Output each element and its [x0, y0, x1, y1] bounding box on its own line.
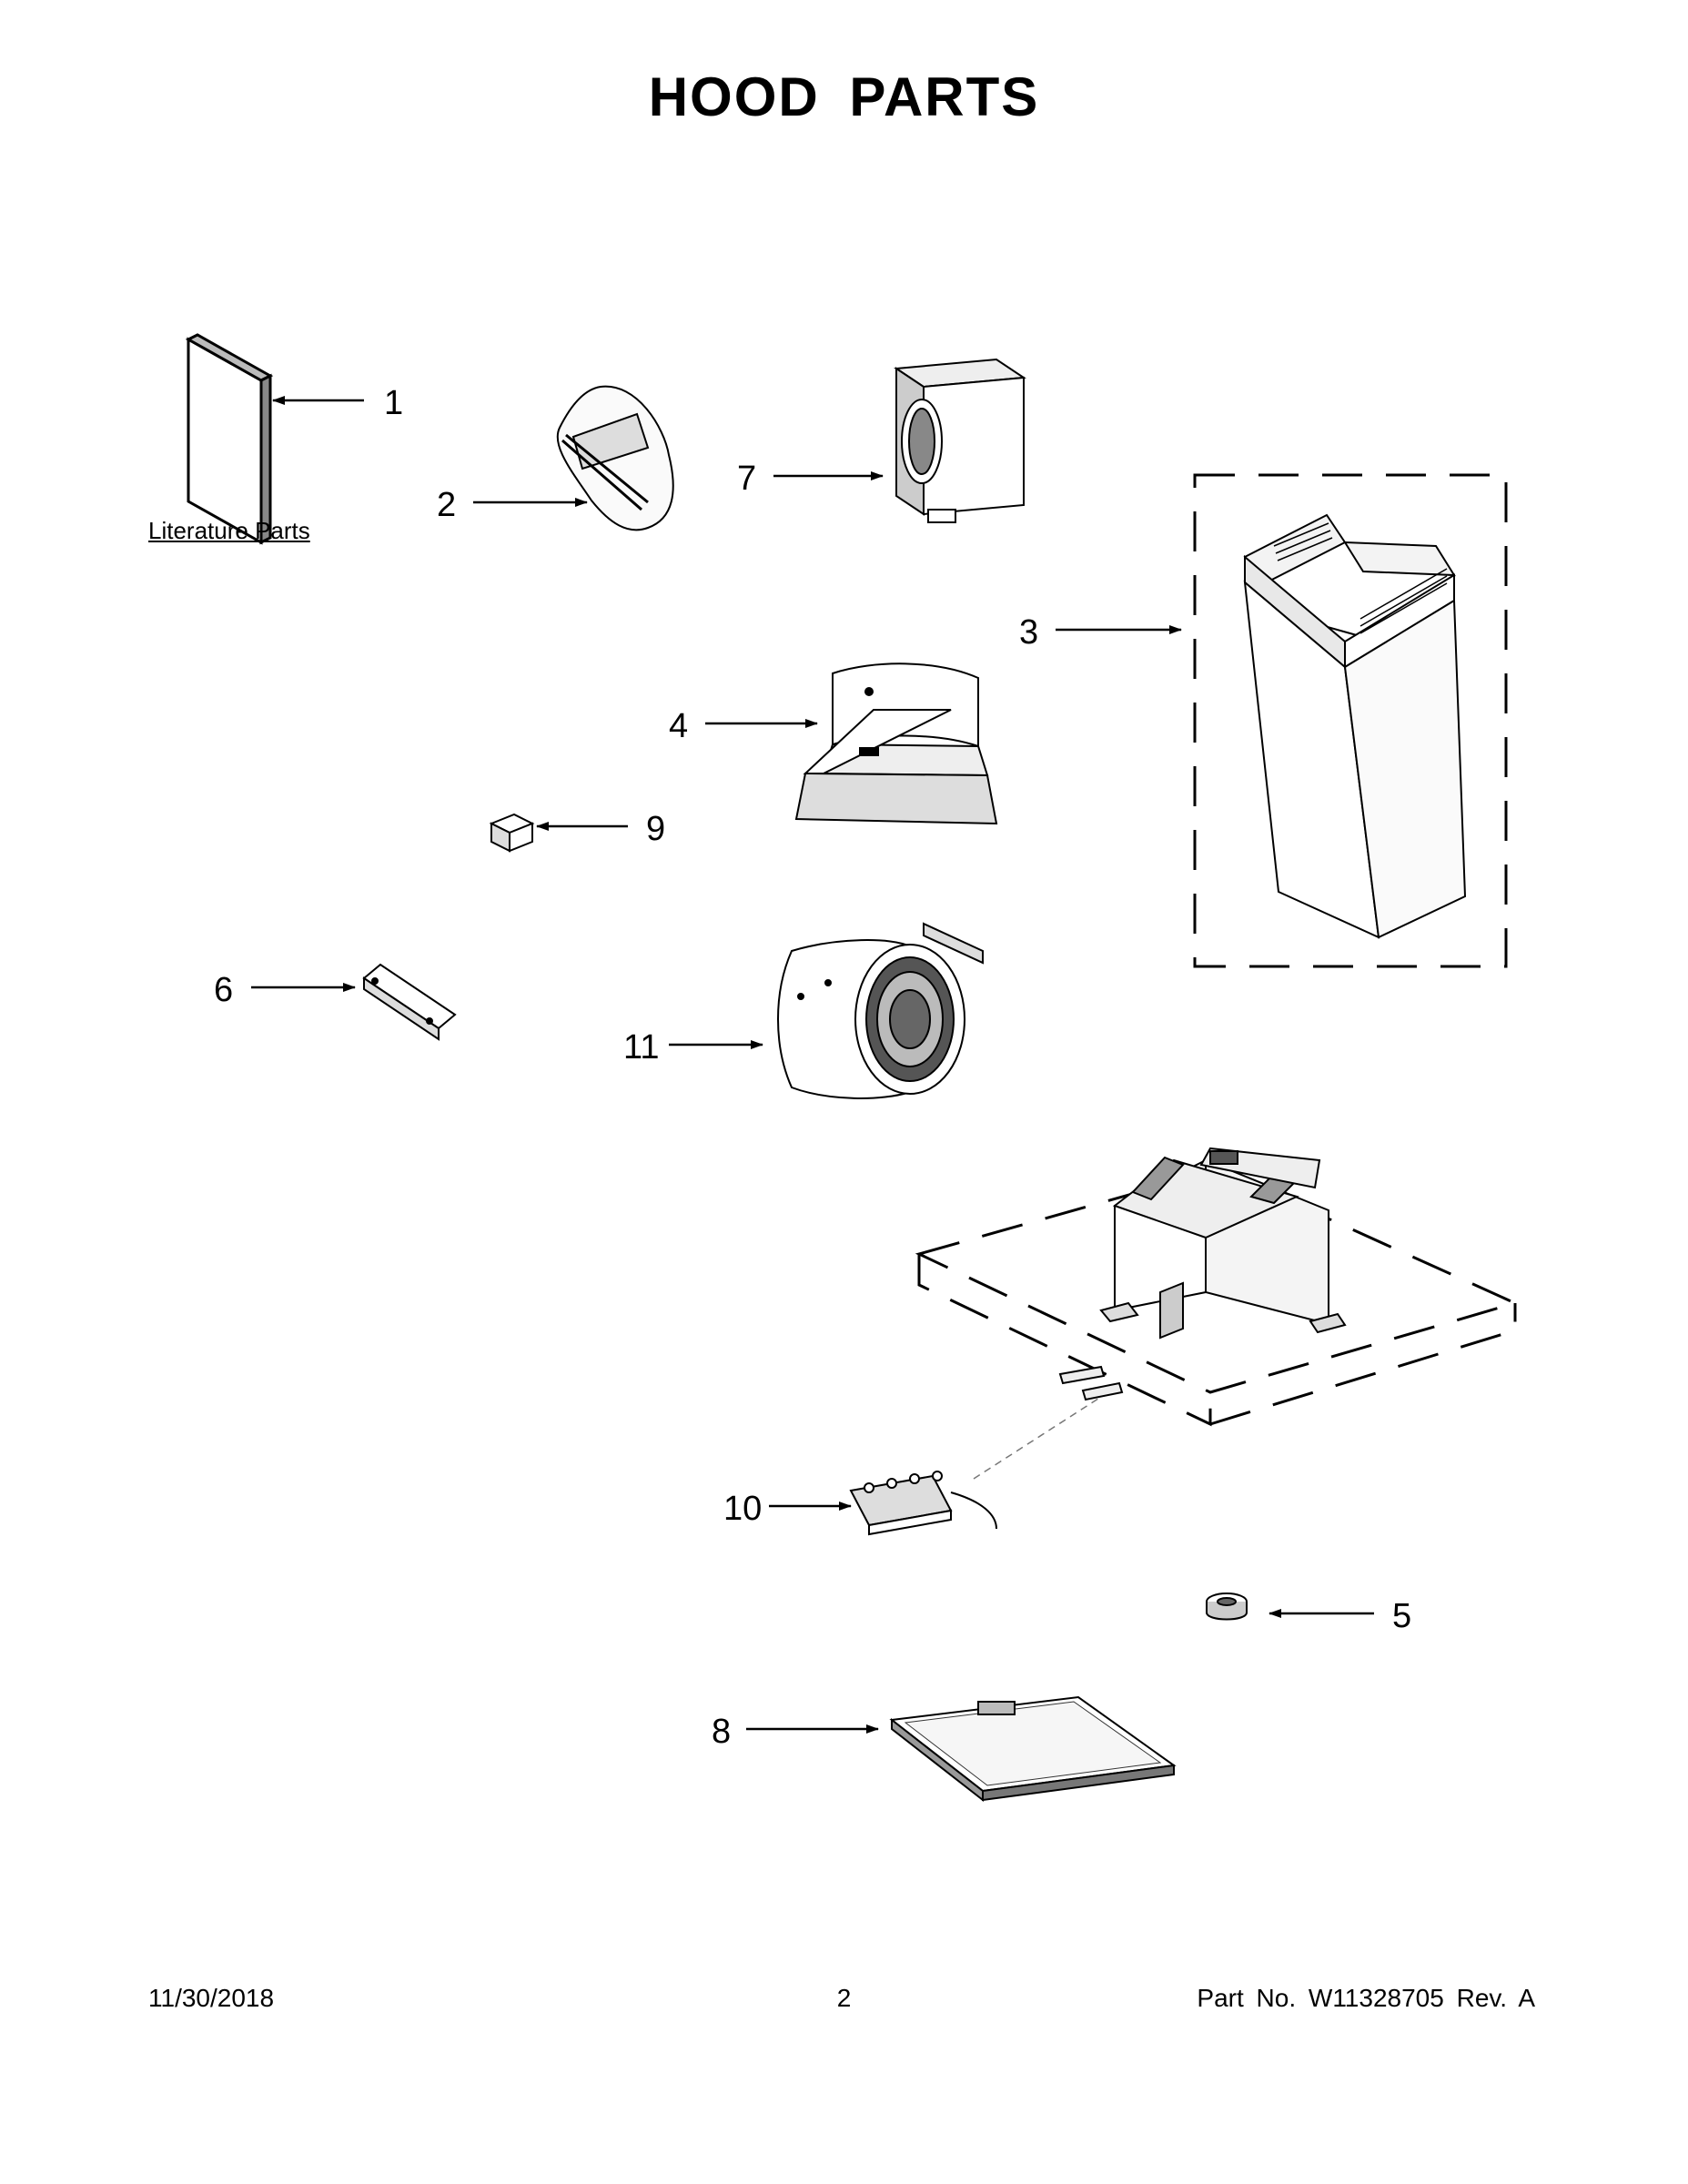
page-title: HOOD PARTS: [648, 66, 1040, 127]
callout-10: 10: [723, 1490, 762, 1528]
callout-3: 3: [1019, 613, 1038, 652]
footer-page-number: 2: [836, 1984, 852, 2012]
callout-1: 1: [384, 384, 403, 422]
callout-arrows: [251, 396, 1374, 1734]
part-9-small-part: [489, 813, 535, 853]
literature-parts-label: Literature Parts: [148, 517, 310, 544]
callout-6: 6: [214, 971, 233, 1009]
part-5-light-assembly: [1206, 1592, 1248, 1621]
part-8-grease-filter: [889, 1695, 1177, 1803]
footer-part-number: Part No. W11328705 Rev. A: [1197, 1984, 1535, 2012]
callout-2: 2: [437, 486, 456, 524]
part-1-literature-booklet: [185, 333, 274, 545]
callout-5: 5: [1392, 1597, 1411, 1635]
part-11-blower-motor: [777, 922, 984, 1099]
callout-labels: 1 2 7 3 4 9 6 11 10 5 8: [214, 384, 1411, 1751]
part-7-duct-transition-box: [894, 358, 1026, 523]
footer-date: 11/30/2018: [148, 1984, 275, 2012]
hood-body-assembly: [915, 1147, 1520, 1427]
callout-9: 9: [646, 810, 665, 848]
part-10-control-board: [849, 1471, 997, 1536]
part-6-transformer: [362, 963, 457, 1041]
callout-8: 8: [712, 1713, 731, 1751]
part-10-leader-dashed: [973, 1396, 1102, 1480]
callout-7: 7: [737, 460, 756, 498]
part-2-mounting-bracket-bag: [556, 385, 674, 531]
part-4-blower-adapter: [794, 662, 998, 825]
callout-11: 11: [623, 1028, 659, 1067]
part-3-chimney-cover: [1193, 473, 1508, 968]
callout-4: 4: [669, 707, 688, 745]
